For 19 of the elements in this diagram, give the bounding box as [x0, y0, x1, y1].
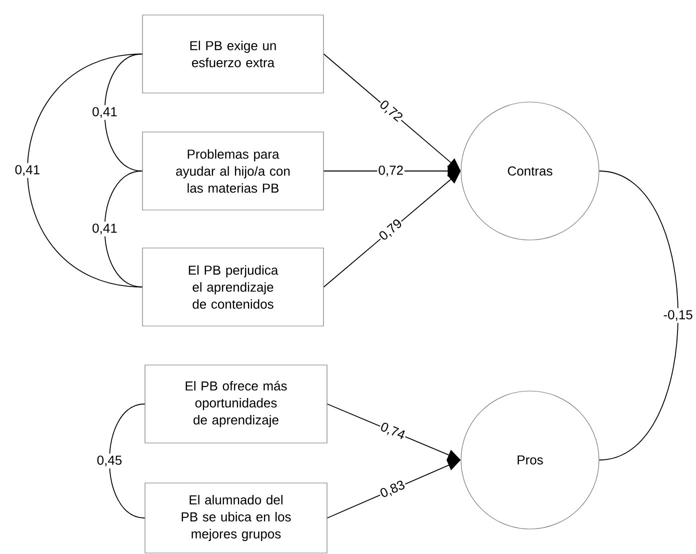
edge-label: 0,41 [90, 222, 120, 236]
edge-label: 0,83 [378, 478, 408, 501]
indicator-box: Problemas para ayudar al hijo/a con las materias PB [142, 132, 324, 210]
indicator-box: El PB perjudica el aprendizaje de contenidos [142, 248, 324, 326]
edge-label: 0,45 [94, 454, 124, 468]
indicator-box: El PB ofrece más oportunidades de aprendizaje [144, 364, 328, 444]
edge-label: 0,41 [12, 163, 42, 178]
edge-label: 0,74 [378, 420, 408, 443]
edge-label: -0,15 [661, 308, 695, 323]
edge-label: 0,72 [377, 164, 405, 178]
covariance-curve [109, 404, 146, 518]
covariance-curve [27, 54, 143, 288]
edge-label: 0,41 [90, 105, 120, 120]
covariance-curve [598, 170, 678, 460]
indicator-box: El PB exige un esfuerzo extra [142, 14, 324, 94]
edge-label: 0,79 [376, 216, 406, 244]
indicator-box: El alumnado del PB se ubica en los mejores grupos [144, 482, 328, 554]
edge-label: 0,72 [376, 98, 406, 126]
covariance-curve [104, 170, 143, 288]
